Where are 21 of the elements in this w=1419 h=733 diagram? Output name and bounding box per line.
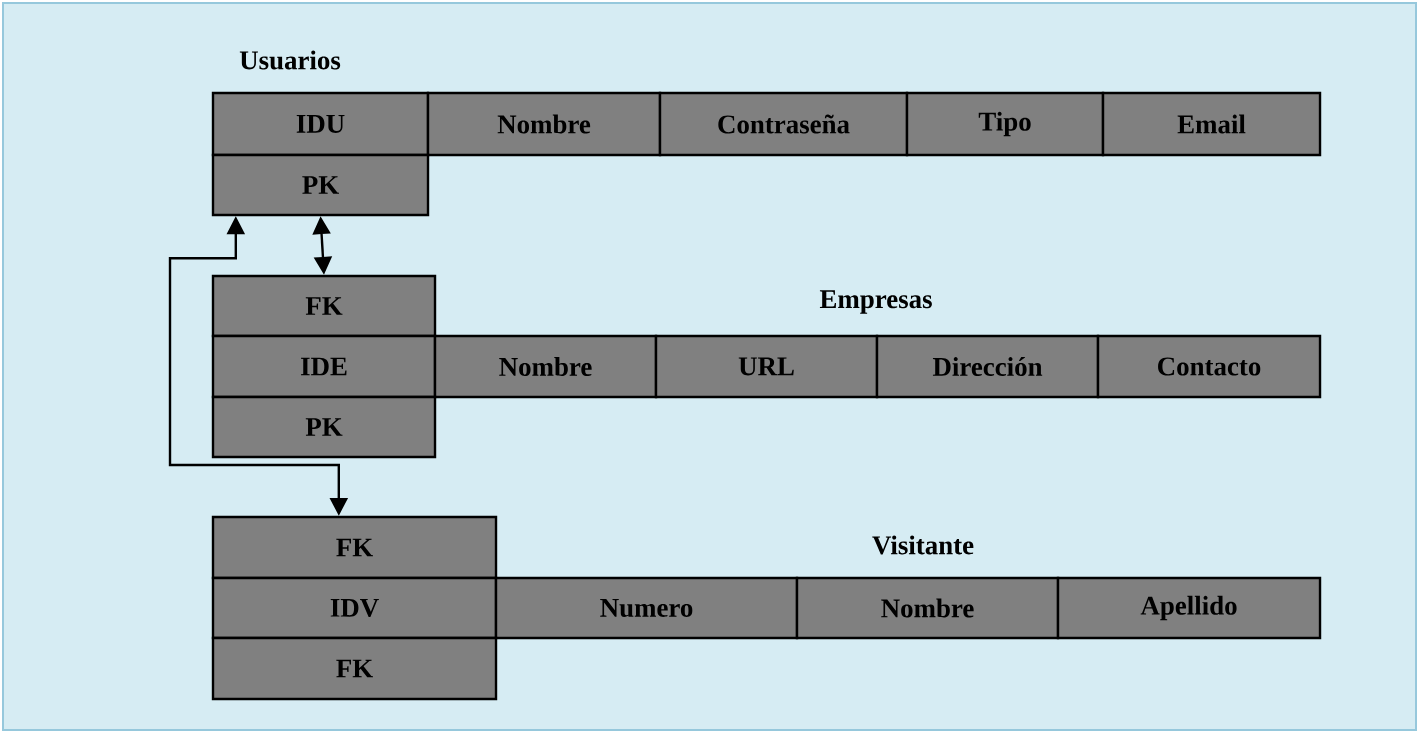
table-cell: Apellido: [1056, 576, 1322, 640]
table-cell: IDE: [211, 334, 437, 399]
table-cell: Nombre: [795, 576, 1060, 640]
table-cell: Tipo: [905, 91, 1105, 157]
table-cell: Email: [1101, 91, 1322, 157]
table-cell: Nombre: [433, 334, 658, 399]
table-cell: Contacto: [1096, 334, 1322, 399]
table-cell: FK: [211, 274, 437, 338]
table-cell: IDV: [211, 576, 498, 640]
table-cell: URL: [654, 334, 879, 399]
table-cell: FK: [211, 515, 498, 580]
table-cell: PK: [211, 153, 430, 217]
table-cell: Numero: [494, 576, 799, 640]
table-cell: Nombre: [426, 91, 662, 157]
table-cell: IDU: [211, 91, 430, 157]
table-title: Empresas: [819, 290, 932, 314]
table-cell: FK: [211, 636, 498, 701]
table-cell: PK: [211, 395, 437, 459]
table-cell: Dirección: [875, 334, 1100, 399]
table-cell: Contraseña: [658, 91, 909, 157]
table-title: Visitante: [872, 535, 974, 555]
